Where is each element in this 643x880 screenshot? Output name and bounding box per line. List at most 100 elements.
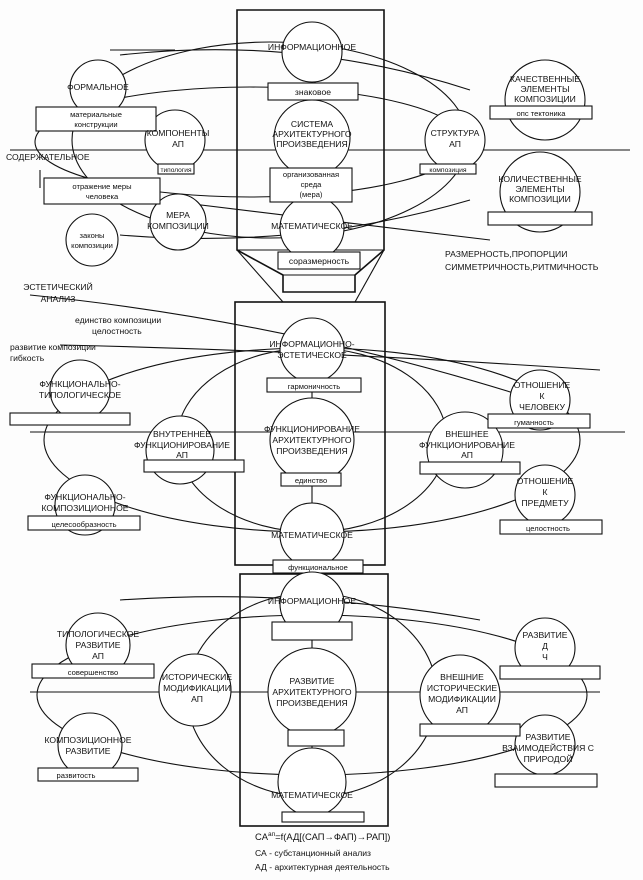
nature-label-3: ПРИРОДОЙ <box>524 753 573 764</box>
env-box <box>269 167 353 203</box>
func-comp-box <box>27 515 141 531</box>
info-label-3: ИНФОРМАЦИОННОЕ <box>268 596 356 606</box>
formal-box <box>35 106 157 132</box>
func-typ-label-1: ФУНКЦИОНАЛЬНО- <box>39 379 120 389</box>
formula-rhs: =f(АД[(САП→ФАП)→РАП]) <box>275 831 390 842</box>
ext-hist-label-4: АП <box>456 705 468 715</box>
aesthetic-label-1: ЭСТЕТИЧЕСКИЙ <box>23 281 93 292</box>
dev-dch-label-2: Д <box>542 641 548 651</box>
content-box-label-2: человека <box>86 192 119 201</box>
composition-label: композиция <box>429 167 466 174</box>
funnel-left <box>236 249 284 303</box>
system-label-3: ПРОИЗВЕДЕНИЯ <box>276 139 347 149</box>
inner-label-2: ФУНКЦИОНИРОВАНИЕ <box>134 440 230 450</box>
comp-dev-node <box>57 712 123 778</box>
system-frame <box>236 9 385 293</box>
ext-hist-box <box>419 723 521 737</box>
flex-note-1: развитие композиции <box>10 342 96 352</box>
formula-sup: ап <box>268 831 276 838</box>
func-comp-box-label: целесообразность <box>51 520 116 529</box>
functioning-label-2: АРХИТЕКТУРНОГО <box>272 435 351 445</box>
laws-label-2: композиции <box>71 241 113 250</box>
nature-box <box>494 773 598 788</box>
typ-dev-label-2: РАЗВИТИЕ <box>75 640 120 650</box>
to-object-label-2: К <box>542 487 547 497</box>
dev-center-box <box>287 729 345 747</box>
unity-label: единство <box>295 476 327 485</box>
to-object-box <box>499 519 603 535</box>
to-human-label-3: ЧЕЛОВЕКУ <box>519 402 565 412</box>
content-box-label-1: отражение меры <box>72 182 131 191</box>
info-aesthetic-label-2: ЭСТЕТИЧЕСКОЕ <box>277 350 347 360</box>
math-label-2: МАТЕМАТИЧЕСКОЕ <box>271 530 353 540</box>
func-comp-label-1: ФУНКЦИОНАЛЬНО- <box>44 492 125 502</box>
measure-label-1: МЕРА <box>166 210 190 220</box>
func-typ-label-2: ТИПОЛОГИЧЕСКОЕ <box>39 390 122 400</box>
comp-dev-box-label: развитость <box>57 771 96 780</box>
ext-hist-label-3: МОДИФИКАЦИИ <box>428 694 496 704</box>
formula-lhs: CA <box>255 831 269 842</box>
to-human-label-1: ОТНОШЕНИЕ <box>514 380 571 390</box>
unity-note-1: единство композиции <box>75 315 161 325</box>
formal-label: ФОРМАЛЬНОЕ <box>67 82 129 92</box>
structure-label-1: СТРУКТУРА <box>431 128 480 138</box>
quant-label-2: ЭЛЕМЕНТЫ <box>515 184 564 194</box>
qual-label-1: КАЧЕСТВЕННЫЕ <box>510 74 580 84</box>
system-label-2: АРХИТЕКТУРНОГО <box>272 129 351 139</box>
quant-label-1: КОЛИЧЕСТВЕННЫЕ <box>498 174 581 184</box>
block-functioning: ЭСТЕТИЧЕСКИЙ АНАЛИЗ единство композиции … <box>9 281 625 574</box>
typ-dev-box <box>31 663 155 679</box>
comp-dev-label-1: КОМПОЗИЦИОННОЕ <box>44 735 131 745</box>
unity-box <box>280 472 342 487</box>
ext-hist-label-2: ИСТОРИЧЕСКИЕ <box>427 683 497 693</box>
info-box-3 <box>271 621 353 641</box>
typology-tag <box>157 163 195 175</box>
composition-tag <box>419 163 477 175</box>
system-ellipse-main <box>71 41 469 239</box>
functional-label: функциональное <box>288 563 348 572</box>
math-label-1: МАТЕМАТИЧЕСКОЕ <box>271 221 353 231</box>
dev-dch-label-3: Ч <box>542 652 548 662</box>
typology-label: типология <box>160 167 191 174</box>
typ-dev-label-1: ТИПОЛОГИЧЕСКОЕ <box>57 629 140 639</box>
harmony-box <box>266 377 362 393</box>
aesthetic-label-2: АНАЛИЗ <box>41 294 76 304</box>
hist-label-2: МОДИФИКАЦИИ <box>163 683 231 693</box>
to-human-box-label: гуманность <box>514 418 554 427</box>
env-label-1: организованная <box>283 170 339 179</box>
qual-box-label: опс тектоника <box>516 109 566 118</box>
laws-node <box>65 213 119 267</box>
math-node-3 <box>277 747 347 817</box>
sign-label: знаковое <box>295 87 331 97</box>
func-comp-label-2: КОМПОЗИЦИОННОЕ <box>41 503 128 513</box>
quant-box <box>487 211 593 226</box>
legend-ad: АД - архитектурная деятельность <box>255 862 390 872</box>
proportions-label-2: СИММЕТРИЧНОСТЬ,РИТМИЧНОСТЬ <box>445 262 599 272</box>
functioning-label-3: ПРОИЗВЕДЕНИЯ <box>276 446 347 456</box>
info-node-1 <box>281 21 343 83</box>
aesthetic-arc <box>29 294 521 396</box>
math-box-3 <box>281 811 365 823</box>
to-human-box <box>487 413 591 429</box>
to-object-label-3: ПРЕДМЕТУ <box>521 498 569 508</box>
funnel-right <box>354 249 385 303</box>
inner-label-3: АП <box>176 450 188 460</box>
ext-hist-label-1: ВНЕШНИЕ <box>440 672 484 682</box>
laws-label-1: законы <box>80 231 105 240</box>
proportion-label: соразмерность <box>289 256 350 266</box>
to-human-label-2: К <box>539 391 544 401</box>
sign-box <box>267 82 359 101</box>
dev-dch-label-1: РАЗВИТИЕ <box>522 630 567 640</box>
hist-label-3: АП <box>191 694 203 704</box>
content-box <box>43 177 161 205</box>
nature-label-1: РАЗВИТИЕ <box>525 732 570 742</box>
typ-dev-box-label: совершенство <box>68 668 118 677</box>
env-label-2: среда <box>301 180 323 189</box>
inner-label-1: ВНУТРЕННЕЕ <box>153 429 211 439</box>
math-label-3: МАТЕМАТИЧЕСКОЕ <box>271 790 353 800</box>
unity-note-2: целостность <box>92 326 142 336</box>
system-label-1: СИСТЕМА <box>291 119 333 129</box>
quant-label-3: КОМПОЗИЦИИ <box>509 194 571 204</box>
hist-label-1: ИСТОРИЧЕСКИЕ <box>162 672 232 682</box>
measure-node <box>149 193 207 251</box>
